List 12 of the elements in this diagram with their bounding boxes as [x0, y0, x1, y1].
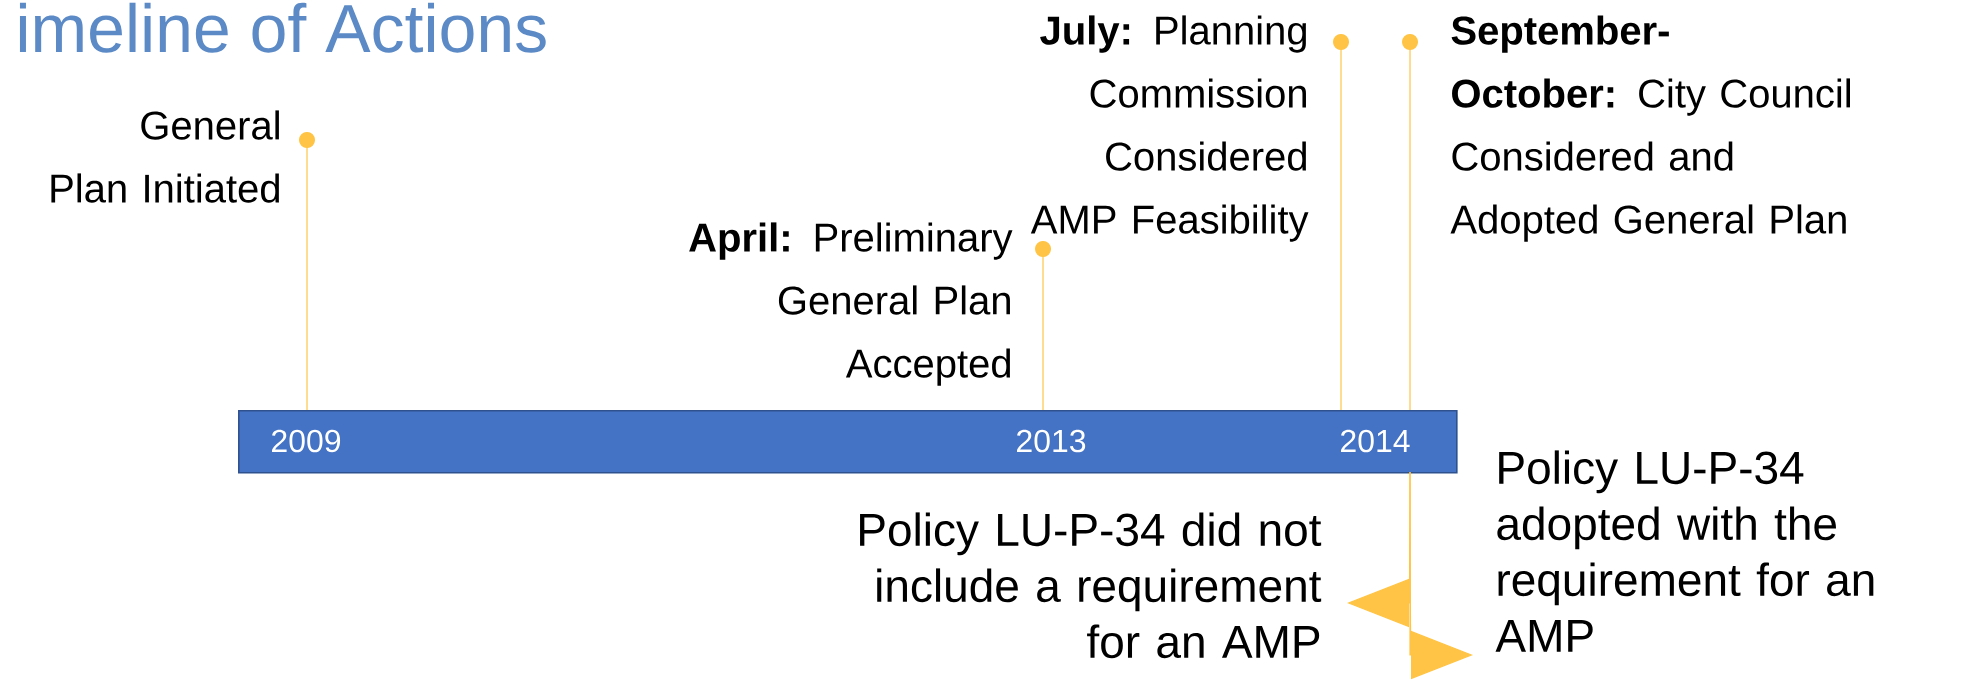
event-label: September-October: City Council Considered and Adopted General Plan — [1450, 15, 1850, 242]
event-label: General Plan Initiated — [51, 110, 279, 203]
event-label: July: Planning Commission Considered AMP Feasibility — [1030, 15, 1309, 242]
policy-note: Policy LU-P-34 adopted with the requirement for an AMP — [1495, 450, 1874, 652]
timeline-marker — [1402, 34, 1418, 411]
timeline-bar: 2009 2013 2014 — [238, 410, 1458, 474]
timeline-marker — [1035, 241, 1051, 411]
timeline-marker — [299, 132, 315, 411]
event-label: April: Preliminary General Plan Accepted — [689, 222, 1013, 386]
timeline-marker — [1333, 34, 1349, 411]
title: imeline of Actions — [19, 2, 546, 53]
policy-note: Policy LU-P-34 did not include a requirement for an AMP — [860, 512, 1322, 659]
